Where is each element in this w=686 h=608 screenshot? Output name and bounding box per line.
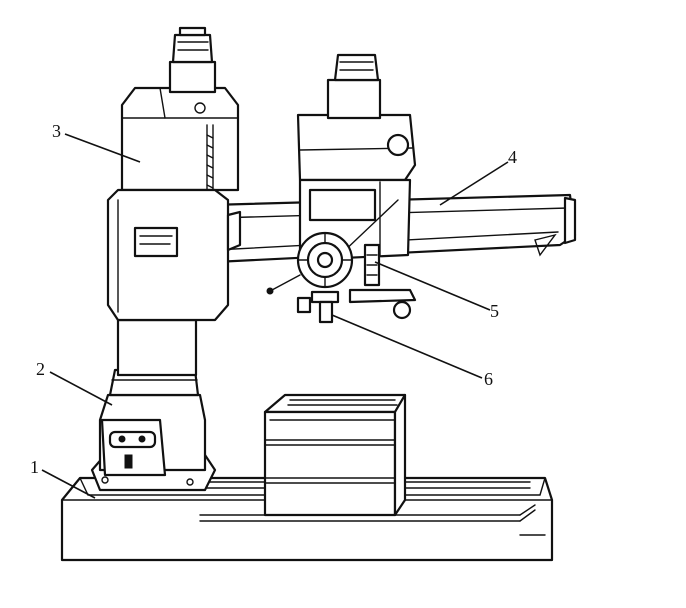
leader-6	[331, 314, 483, 379]
arm-carriage	[106, 188, 242, 322]
leader-3	[64, 133, 141, 163]
callout-4: 4	[508, 147, 517, 167]
column	[116, 318, 198, 377]
callout-3: 3	[52, 121, 61, 141]
spindle-head	[266, 53, 417, 324]
leader-5	[374, 261, 491, 311]
box-worktable	[263, 393, 407, 517]
leader-lines	[41, 133, 509, 499]
leader-1	[41, 469, 96, 499]
leader-4	[439, 161, 509, 206]
column-top	[120, 26, 240, 201]
callout-6: 6	[484, 369, 493, 389]
leader-2	[49, 371, 113, 406]
column-sleeve	[98, 368, 207, 477]
callout-2: 2	[36, 359, 45, 379]
callout-5: 5	[490, 301, 499, 321]
callout-1: 1	[30, 457, 39, 477]
